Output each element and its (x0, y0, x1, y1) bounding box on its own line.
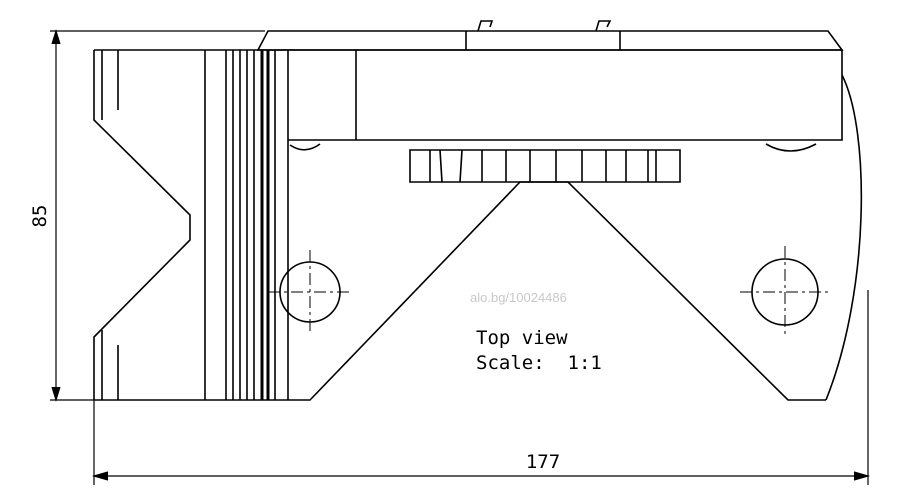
view-label: Top view (476, 327, 568, 349)
height-dimension-label: 85 (29, 205, 51, 228)
center-lines (268, 246, 830, 338)
width-dimension-label: 177 (526, 451, 560, 473)
scale-label: Scale: 1:1 (476, 352, 602, 374)
dimension-lines (50, 28, 871, 485)
part-outline (93, 20, 863, 401)
watermark: alo.bg/10024486 (470, 290, 567, 305)
